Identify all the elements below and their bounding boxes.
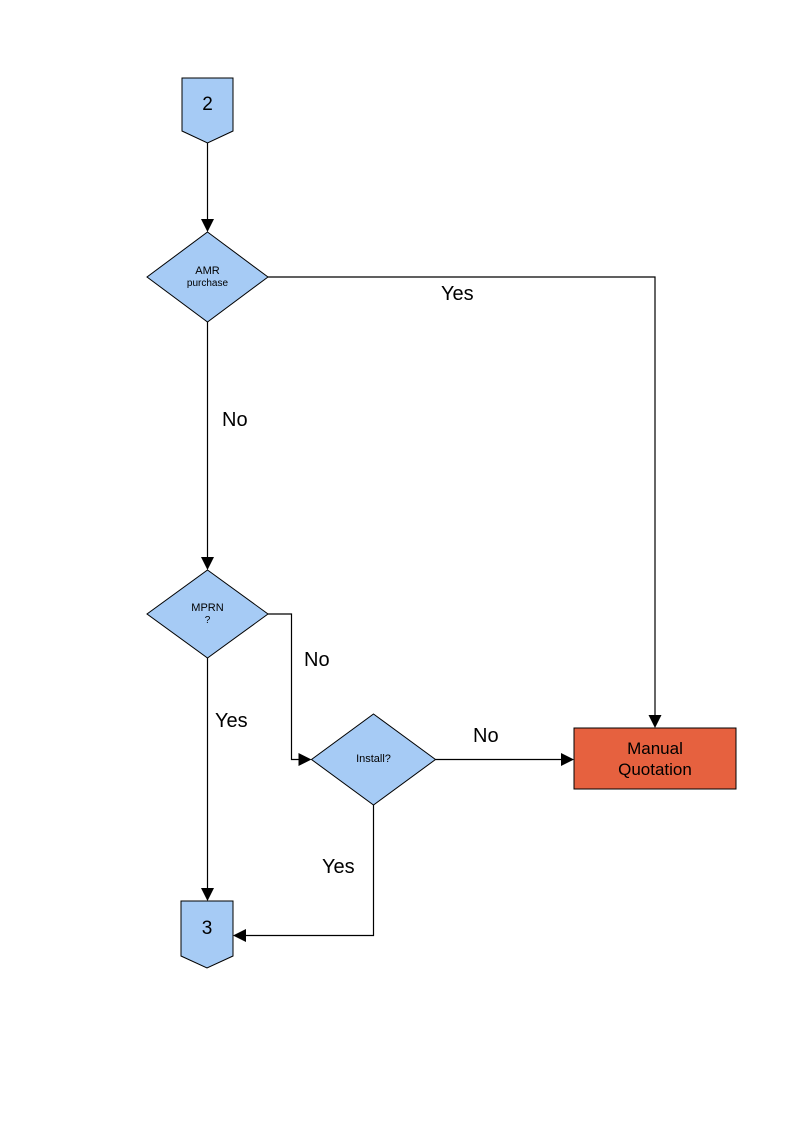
edge-label-amr-no: No [222, 409, 248, 431]
arrowhead-into-connector3-top [201, 888, 214, 901]
process-manual-quotation-label: Manual Quotation [574, 728, 736, 789]
arrowhead-into-amr [201, 219, 214, 232]
off-page-connector-2-label: 2 [202, 93, 213, 115]
edge-mprn-no-to-install [268, 613, 299, 761]
arrowhead-into-manual-quotation-top [648, 715, 662, 728]
edge-label-install-no: No [473, 725, 499, 747]
process-manual-quotation-label-line1: Manual [627, 738, 683, 758]
decision-mprn-label-line2: ? [204, 614, 211, 626]
process-manual-quotation-label-line2: Quotation [618, 759, 692, 779]
off-page-connector-3-label: 3 [201, 917, 213, 939]
decision-mprn-label: MPRN ? [147, 570, 268, 658]
decision-amr-shape [146, 231, 269, 323]
decision-mprn-label-line1: MPRN [191, 601, 224, 614]
arrowhead-into-manual-quotation-left [561, 753, 574, 766]
edge-amr-yes-to-manual-quotation [268, 276, 656, 715]
off-page-connector-2-shape [181, 77, 234, 144]
decision-install-label: Install? [311, 714, 436, 805]
decision-mprn-shape [146, 569, 269, 659]
process-manual-quotation-shape [573, 727, 737, 790]
decision-amr-label: AMR purchase [147, 232, 268, 322]
edge-label-mprn-yes: Yes [215, 710, 248, 732]
edge-label-install-yes: Yes [322, 856, 355, 878]
arrowhead-into-connector3-right [233, 929, 246, 942]
decision-amr-label-line2: purchase [186, 277, 229, 289]
edge-label-amr-yes: Yes [441, 283, 474, 305]
decision-amr-label-line1: AMR [195, 264, 220, 277]
edge-label-mprn-no: No [304, 649, 330, 671]
decision-install-shape [310, 713, 437, 806]
off-page-connector-3-shape [180, 900, 234, 969]
arrowhead-into-mprn [201, 557, 214, 570]
decision-install-label-line1: Install? [356, 753, 391, 766]
arrowhead-into-install [298, 753, 312, 766]
edge-install-yes-to-connector3 [246, 805, 375, 937]
